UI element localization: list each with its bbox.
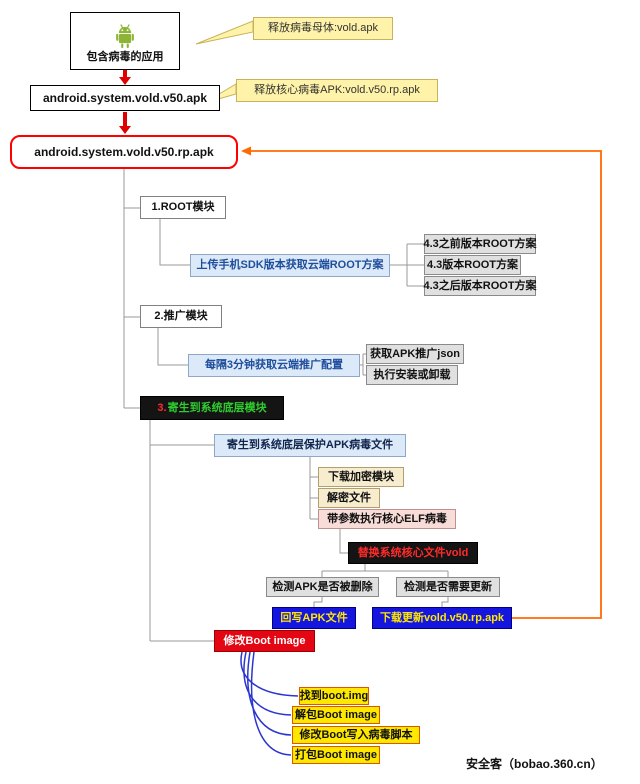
- parasite-module-number: 3.: [157, 401, 167, 414]
- tree-connectors: [123, 169, 449, 642]
- parasite-module-node: 3. 寄生到系统底层模块: [140, 396, 284, 420]
- drop-arrows: [119, 70, 131, 134]
- elf-exec-node: 带参数执行核心ELF病毒: [318, 509, 456, 529]
- download-update-node: 下载更新vold.v50.rp.apk: [372, 607, 512, 629]
- modify-boot-node: 修改Boot image: [214, 630, 315, 652]
- decrypt-file-node: 解密文件: [318, 488, 380, 508]
- root-solution-post43-node: 4.3之后版本ROOT方案: [423, 276, 537, 296]
- boot-curves: [240, 651, 299, 756]
- download-encrypt-module-node: 下载加密模块: [318, 467, 404, 487]
- boot-write-script-node: 修改Boot写入病毒脚本: [292, 726, 420, 744]
- check-apk-deleted-node: 检测APK是否被删除: [266, 577, 379, 597]
- root-upload-node: 上传手机SDK版本获取云端ROOT方案: [190, 254, 390, 277]
- watermark: 安全客（bobao.360.cn）: [466, 757, 603, 771]
- parasite-protect-node: 寄生到系统底层保护APK病毒文件: [214, 434, 406, 457]
- callout-release-mother: 释放病毒母体:vold.apk: [253, 17, 393, 40]
- promo-module-node: 2.推广模块: [140, 305, 222, 328]
- replace-vold-node: 替换系统核心文件vold: [348, 542, 478, 564]
- promo-exec-node: 执行安装或卸载: [366, 365, 458, 385]
- boot-find-node: 找到boot.img: [299, 687, 369, 705]
- feedback-loop: [241, 146, 602, 619]
- infected-app-node: 包含病毒的应用: [70, 12, 180, 70]
- root-module-node: 1.ROOT模块: [140, 196, 226, 219]
- boot-pack-node: 打包Boot image: [292, 746, 380, 764]
- root-solution-43-node: 4.3版本ROOT方案: [424, 255, 521, 275]
- boot-unpack-node: 解包Boot image: [292, 706, 380, 724]
- callout-release-core: 释放核心病毒APK:vold.v50.rp.apk: [236, 79, 438, 102]
- promo-json-node: 获取APK推广json: [366, 344, 464, 364]
- root-solution-pre43-node: 4.3之前版本ROOT方案: [423, 234, 537, 254]
- check-update-node: 检测是否需要更新: [396, 577, 500, 597]
- promo-config-node: 每隔3分钟获取云端推广配置: [188, 354, 360, 377]
- dropper-apk-node: android.system.vold.v50.apk: [30, 85, 220, 111]
- rewrite-apk-node: 回写APK文件: [272, 607, 356, 629]
- core-apk-node: android.system.vold.v50.rp.apk: [10, 135, 238, 169]
- infected-app-label: 包含病毒的应用: [86, 51, 164, 63]
- android-robot-icon: [112, 23, 138, 49]
- parasite-module-label: 寄生到系统底层模块: [167, 401, 267, 414]
